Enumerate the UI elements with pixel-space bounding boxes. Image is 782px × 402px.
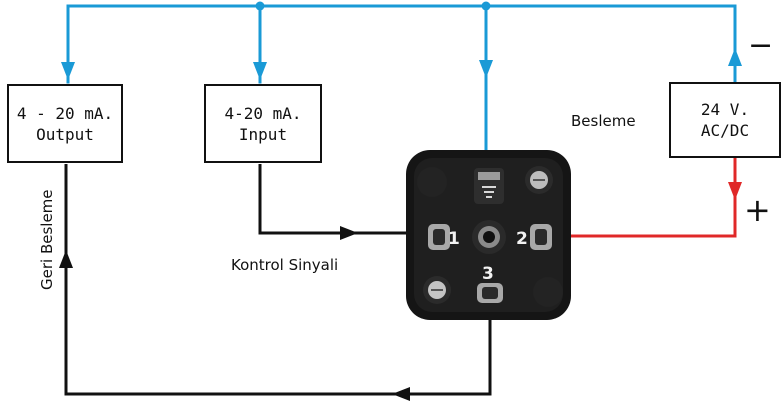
input-box-line2: Input — [238, 124, 288, 144]
input-box-line1: 4-20 mA. — [224, 103, 302, 123]
bus-junctions — [255, 1, 491, 11]
positive-wire — [571, 158, 742, 238]
arrow-down-output — [61, 62, 75, 80]
output-box-line1: 4 - 20 mA. — [16, 103, 114, 123]
supply-box-line2: AC/DC — [700, 121, 750, 140]
output-box: 4 - 20 mA. Output — [7, 84, 123, 163]
junction-dot-2 — [481, 1, 491, 11]
output-box-line2: Output — [36, 124, 94, 144]
supply-box: 24 V. AC/DC — [669, 82, 781, 158]
junction-dot-1 — [255, 1, 265, 11]
plus-sign: + — [744, 191, 771, 229]
minus-sign: − — [748, 28, 774, 63]
control-signal-wire — [258, 164, 406, 235]
pin-label-3: 3 — [482, 264, 494, 284]
arrow-down-connector — [479, 60, 493, 78]
feedback-wire — [64, 164, 492, 396]
supply-box-line1: 24 V. — [700, 100, 750, 119]
blue-bus-wires — [66, 4, 737, 152]
control-signal-label: Kontrol Sinyali — [231, 256, 339, 274]
pin-label-1: 1 — [448, 229, 460, 249]
arrow-down-positive — [728, 182, 742, 200]
arrow-right-control — [340, 226, 358, 240]
valve-connector: 1 2 3 — [406, 150, 571, 320]
black-arrowheads — [59, 226, 410, 401]
bus-arrowheads — [61, 48, 742, 80]
arrow-up-supply — [728, 48, 742, 66]
arrow-left-feedback — [392, 387, 410, 401]
input-box: 4-20 mA. Input — [204, 84, 322, 163]
besleme-label: Besleme — [571, 112, 636, 130]
arrow-up-feedback — [59, 250, 73, 268]
arrow-down-input — [253, 62, 267, 80]
feedback-label: Geri Besleme — [38, 189, 56, 290]
pin-label-2: 2 — [516, 229, 528, 249]
